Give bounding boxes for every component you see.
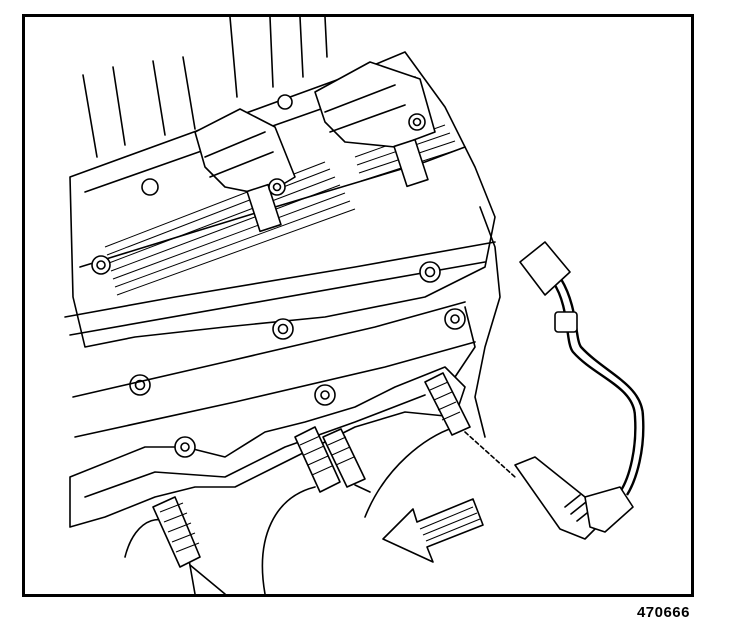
- cylinder-head: [72, 206, 501, 438]
- spark-plug-front: [424, 372, 516, 478]
- spark-plug-boot: [514, 456, 634, 540]
- spark-plug-middle-2: [322, 428, 371, 493]
- illustration-frame: [22, 14, 694, 597]
- spark-plug-rear: [152, 496, 226, 594]
- intake-runners: [82, 17, 328, 158]
- spark-plug-middle-1: [294, 426, 341, 493]
- engine-illustration: [64, 17, 645, 594]
- spark-plug-wire: [519, 241, 645, 496]
- exhaust-manifold: [69, 308, 466, 594]
- direction-arrow-icon: [382, 498, 484, 563]
- ignition-coil-right: [277, 61, 436, 188]
- figure-number: 470666: [636, 604, 690, 621]
